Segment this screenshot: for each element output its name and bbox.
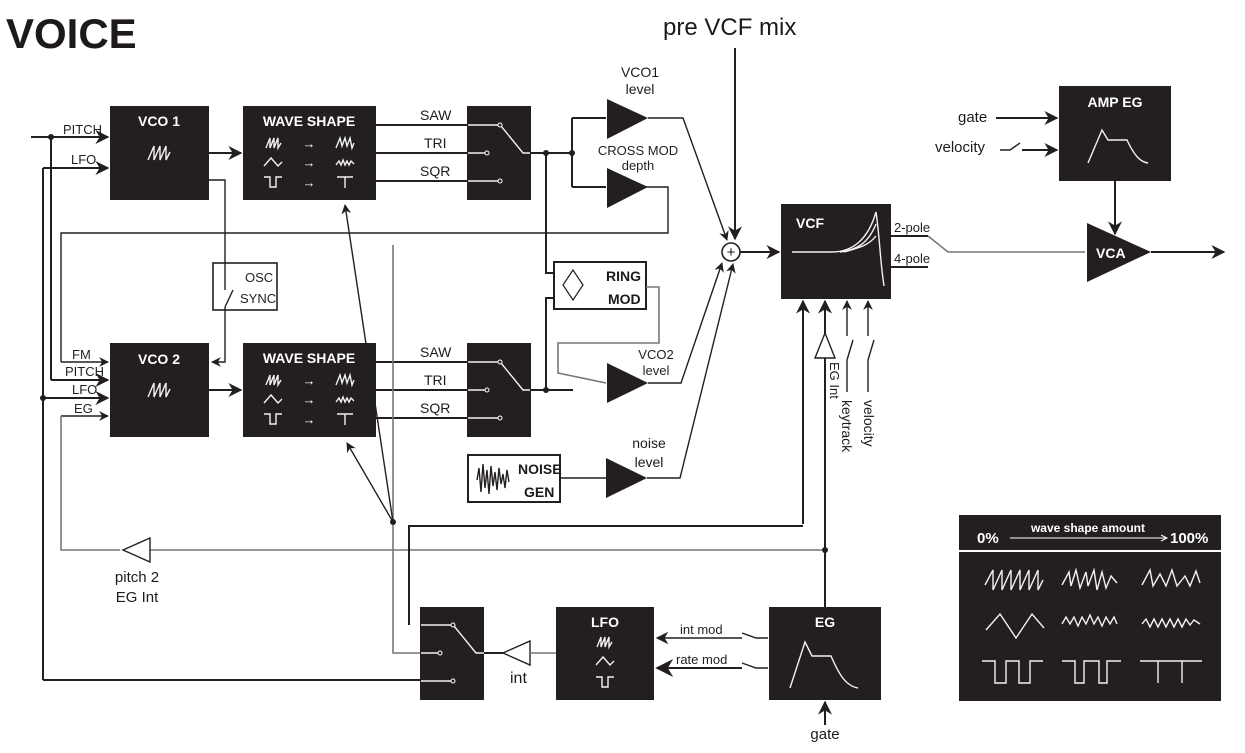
wave-shape-legend: 0% 100% wave shape amount bbox=[959, 515, 1221, 701]
svg-text:level: level bbox=[635, 454, 664, 470]
svg-text:→: → bbox=[303, 155, 316, 170]
svg-text:CROSS MOD: CROSS MOD bbox=[598, 143, 678, 158]
svg-text:→: → bbox=[303, 136, 316, 151]
vco2-block: VCO 2 bbox=[110, 343, 209, 437]
svg-text:VCA: VCA bbox=[1096, 245, 1126, 261]
svg-text:AMP EG: AMP EG bbox=[1088, 94, 1143, 110]
velocity-label: velocity bbox=[861, 400, 877, 447]
vco2-level-amp: VCO2 level bbox=[607, 347, 674, 403]
int-mod-label: int mod bbox=[680, 622, 723, 637]
vco1-level-amp: VCO1 level bbox=[607, 64, 659, 139]
keytrack-label: keytrack bbox=[839, 400, 855, 453]
svg-text:depth: depth bbox=[622, 158, 655, 173]
vcf-block: VCF bbox=[781, 204, 891, 299]
osc-sync-switch: OSC SYNC bbox=[212, 262, 278, 311]
svg-text:→: → bbox=[303, 175, 316, 190]
waveform-tri-label: TRI bbox=[424, 135, 447, 151]
wave-shape-1-block: WAVE SHAPE → → → bbox=[243, 106, 376, 200]
svg-text:TRI: TRI bbox=[424, 372, 447, 388]
svg-text:GEN: GEN bbox=[524, 484, 554, 500]
eg-block: EG bbox=[769, 607, 881, 700]
wave-shape-2-block: WAVE SHAPE → → → bbox=[243, 343, 376, 437]
rate-mod-label: rate mod bbox=[676, 652, 727, 667]
svg-text:VCF: VCF bbox=[796, 215, 824, 231]
svg-text:MOD: MOD bbox=[608, 291, 641, 307]
svg-text:EG: EG bbox=[815, 614, 835, 630]
svg-text:SYNC: SYNC bbox=[240, 291, 276, 306]
vco2-input-fm: FM bbox=[72, 347, 91, 362]
eg-int-amp bbox=[813, 331, 837, 359]
svg-text:level: level bbox=[626, 81, 655, 97]
waveform-sqr-label: SQR bbox=[420, 163, 450, 179]
sawtooth-icon bbox=[147, 145, 171, 161]
vcf-2pole-label: 2-pole bbox=[894, 220, 930, 235]
vco1-title: VCO 1 bbox=[138, 113, 180, 129]
svg-text:→: → bbox=[303, 392, 316, 407]
waveform-selector-1[interactable] bbox=[467, 106, 531, 200]
svg-text:OSC: OSC bbox=[245, 270, 273, 285]
noise-level-amp: noise level bbox=[606, 435, 666, 498]
svg-text:SQR: SQR bbox=[420, 400, 450, 416]
wave-shape-1-title: WAVE SHAPE bbox=[263, 113, 355, 129]
svg-text:pitch 2: pitch 2 bbox=[115, 569, 159, 586]
page-title: VOICE bbox=[6, 10, 137, 57]
svg-text:EG Int: EG Int bbox=[116, 589, 159, 606]
vcf-4pole-label: 4-pole bbox=[894, 251, 930, 266]
svg-text:VCO1: VCO1 bbox=[621, 64, 659, 80]
svg-text:noise: noise bbox=[632, 435, 666, 451]
vco2-input-lfo: LFO bbox=[72, 382, 97, 397]
lfo-int-amp bbox=[501, 639, 531, 667]
lfo-destination-selector[interactable] bbox=[420, 607, 484, 700]
vco1-input-pitch: PITCH bbox=[63, 122, 102, 137]
amp-eg-block: AMP EG bbox=[1059, 86, 1171, 181]
svg-text:→: → bbox=[303, 373, 316, 388]
legend-start: 0% bbox=[977, 530, 999, 547]
waveform-saw-label: SAW bbox=[420, 107, 452, 123]
svg-text:level: level bbox=[643, 363, 670, 378]
vca-block: VCA bbox=[1087, 223, 1151, 282]
mixer-sum: + bbox=[721, 242, 741, 262]
amp-eg-gate-label: gate bbox=[958, 109, 987, 126]
svg-text:RING: RING bbox=[606, 268, 641, 284]
svg-text:NOISE: NOISE bbox=[518, 461, 562, 477]
pre-vcf-mix-label: pre VCF mix bbox=[663, 14, 796, 41]
svg-text:+: + bbox=[727, 244, 736, 261]
vco2-input-pitch: PITCH bbox=[65, 364, 104, 379]
cross-mod-depth-amp: CROSS MOD depth bbox=[598, 143, 678, 208]
waveform-selector-2[interactable] bbox=[467, 343, 531, 437]
legend-end: 100% bbox=[1170, 530, 1208, 547]
lfo-int-label: int bbox=[510, 670, 527, 687]
eg-int-label: EG Int bbox=[827, 362, 842, 399]
svg-text:LFO: LFO bbox=[591, 614, 619, 630]
vco2-input-eg: EG bbox=[74, 401, 93, 416]
pitch2-eg-int-amp bbox=[121, 536, 151, 564]
sawtooth-icon bbox=[147, 382, 171, 398]
vco2-title: VCO 2 bbox=[138, 351, 180, 367]
wave-shape-2-title: WAVE SHAPE bbox=[263, 350, 355, 366]
legend-caption: wave shape amount bbox=[1030, 521, 1145, 535]
eg-gate-label: gate bbox=[810, 726, 839, 743]
filter-pole-switch[interactable] bbox=[927, 235, 1085, 253]
svg-text:SAW: SAW bbox=[420, 344, 452, 360]
svg-text:→: → bbox=[303, 412, 316, 427]
amp-eg-velocity-label: velocity bbox=[935, 139, 986, 156]
vco1-block: VCO 1 bbox=[110, 106, 209, 200]
svg-text:VCO2: VCO2 bbox=[638, 347, 673, 362]
vco1-input-lfo: LFO bbox=[71, 152, 96, 167]
noise-gen-block: NOISE GEN bbox=[467, 454, 562, 503]
lfo-block: LFO bbox=[556, 607, 654, 700]
ring-mod-block: RING MOD bbox=[553, 261, 647, 310]
